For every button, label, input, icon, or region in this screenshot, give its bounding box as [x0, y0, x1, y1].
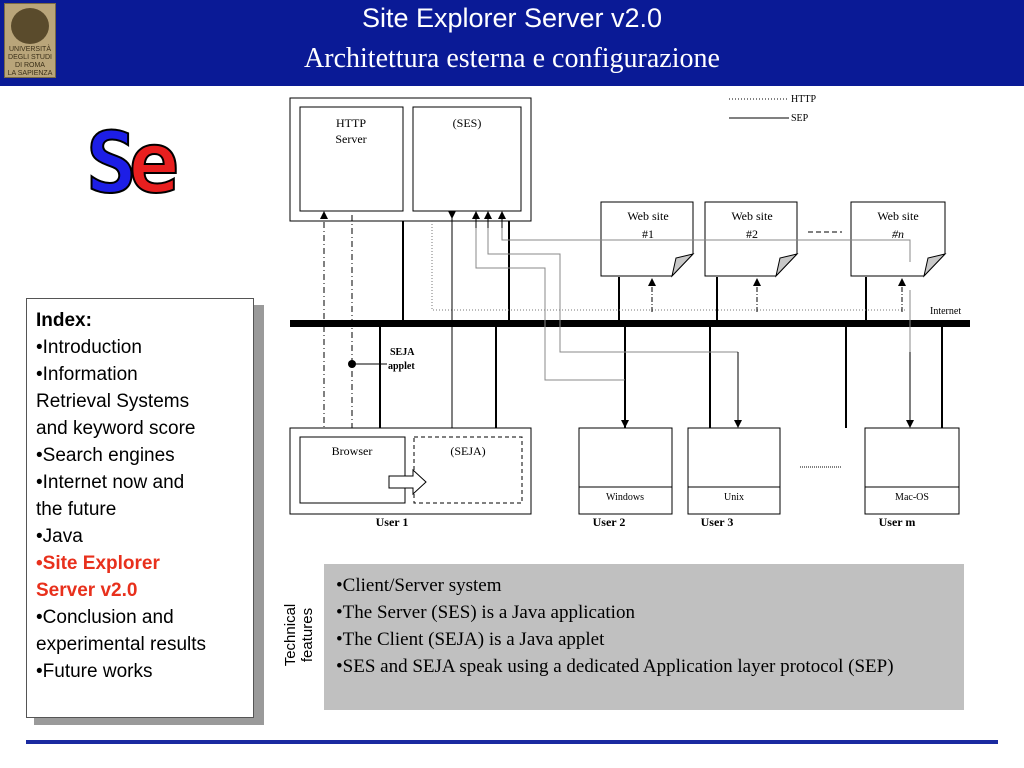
technical-features-box: •Client/Server system •The Server (SES) … [324, 564, 964, 710]
user-1-machine: Browser (SEJA) User 1 [289, 427, 532, 529]
sep-arrows-users [472, 211, 914, 428]
website-1: Web site #1 [600, 201, 695, 278]
user-2-machine: Windows User 2 [578, 427, 673, 529]
bus-links [379, 221, 943, 428]
svg-text:#1: #1 [642, 227, 654, 241]
feature-item: •The Client (SEJA) is a Java applet [336, 629, 605, 650]
svg-text:User 2: User 2 [593, 515, 626, 529]
university-logo: UNIVERSITÀ DEGLI STUDI DI ROMA LA SAPIEN… [4, 3, 56, 78]
seja-applet-label-2: applet [388, 361, 415, 372]
website-n: Web site #n [850, 201, 947, 278]
index-item-information-retrieval[interactable]: •Information Retrieval Systems and keywo… [36, 364, 196, 439]
index-item-site-explorer[interactable]: •Site Explorer Server v2.0 [36, 553, 160, 601]
browser-label: Browser [332, 444, 373, 458]
http-server-label-2: Server [335, 132, 366, 146]
svg-text:Web site: Web site [877, 209, 918, 223]
seja-applet-label-1: SEJA [390, 347, 415, 358]
seja-box [413, 436, 523, 504]
user-m-machine: Mac-OS User m [864, 427, 960, 529]
legend: HTTP SEP [729, 94, 816, 124]
svg-text:Web site: Web site [627, 209, 668, 223]
university-logo-text: UNIVERSITÀ DEGLI STUDI DI ROMA LA SAPIEN… [7, 46, 53, 77]
legend-sep-label: SEP [791, 113, 809, 124]
page-subtitle: Architettura esterna e configurazione [304, 43, 720, 74]
ses-label: (SES) [453, 116, 482, 130]
user-1-label: User 1 [376, 515, 409, 529]
index-panel: Index: •Introduction •Information Retrie… [26, 298, 254, 718]
internet-label: Internet [930, 306, 961, 317]
page-title: Site Explorer Server v2.0 [361, 3, 663, 33]
svg-text:#2: #2 [746, 227, 758, 241]
svg-text:Mac-OS: Mac-OS [895, 492, 929, 503]
browser-box [299, 436, 406, 504]
index-item-introduction[interactable]: •Introduction [36, 337, 142, 358]
footer-line [26, 740, 998, 744]
index-item-conclusion[interactable]: •Conclusion and experimental results [36, 607, 207, 655]
legend-http-label: HTTP [791, 94, 816, 105]
server-machine: HTTP Server (SES) [289, 97, 532, 222]
feature-item: •The Server (SES) is a Java application [336, 602, 635, 623]
user-3-machine: Unix User 3 [687, 427, 781, 529]
university-emblem-icon [11, 8, 49, 44]
seja-label: (SEJA) [450, 444, 485, 458]
index-item-search-engines[interactable]: •Search engines [36, 445, 175, 466]
ses-box [412, 106, 522, 212]
feature-item: •SES and SEJA speak using a dedicated Ap… [336, 656, 894, 677]
svg-text:Windows: Windows [606, 492, 644, 503]
svg-text:#n: #n [892, 227, 904, 241]
index-item-java[interactable]: •Java [36, 526, 83, 547]
svg-text:Unix: Unix [724, 492, 744, 503]
header-bar: UNIVERSITÀ DEGLI STUDI DI ROMA LA SAPIEN… [0, 0, 1024, 86]
applet-transfer-arrow-icon [388, 468, 427, 496]
http-server-label-1: HTTP [336, 116, 366, 130]
http-server-box [299, 106, 404, 212]
website-2: Web site #2 [704, 201, 799, 278]
svg-text:User 3: User 3 [701, 515, 734, 529]
sep-paths-users [475, 215, 911, 381]
svg-text:User m: User m [879, 515, 916, 529]
svg-text:Web site: Web site [731, 209, 772, 223]
internet-bus [290, 320, 970, 327]
technical-features-label: Technical features [282, 603, 316, 667]
index-title: Index: [36, 310, 92, 331]
index-item-internet[interactable]: •Internet now and the future [36, 472, 185, 520]
http-arrows-websites [648, 278, 906, 312]
index-item-future-works[interactable]: •Future works [36, 661, 153, 682]
feature-item: •Client/Server system [336, 575, 502, 596]
